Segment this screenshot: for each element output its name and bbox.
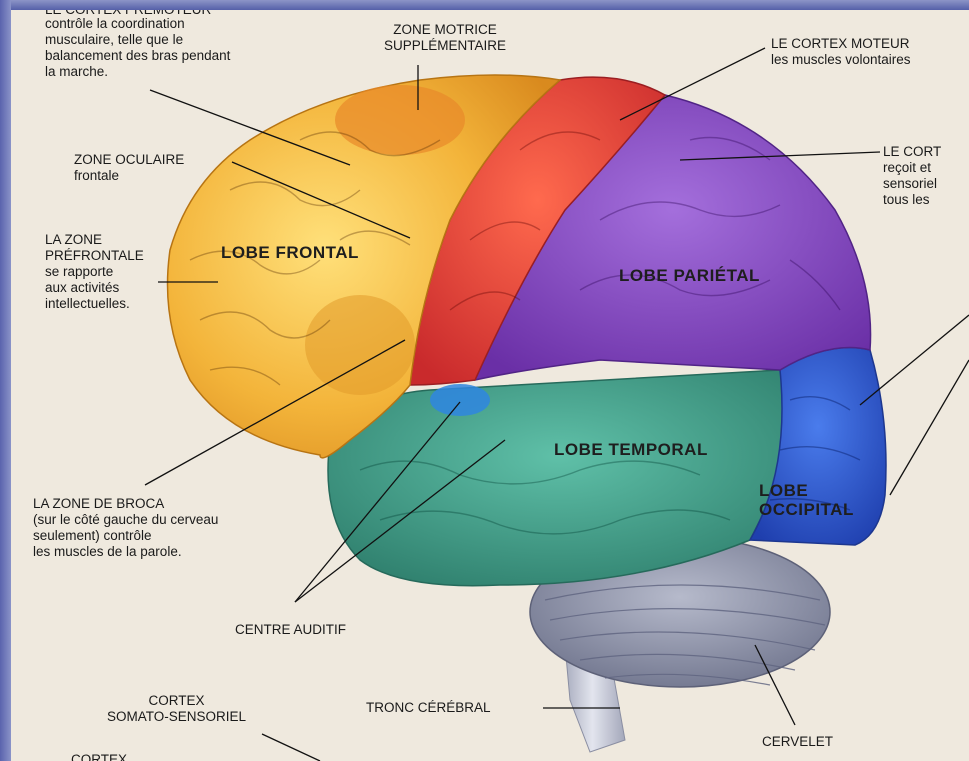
top-border bbox=[0, 0, 969, 10]
cortex-moteur-text: les muscles volontaires bbox=[771, 52, 911, 68]
tronc-cerebral-label: TRONC CÉRÉBRAL bbox=[366, 700, 491, 716]
cervelet-label: CERVELET bbox=[762, 734, 833, 750]
cortex-moteur-title: LE CORTEX MOTEUR bbox=[771, 36, 910, 52]
cortex-somato-bottom-label: CORTEX SOMATO-SENSORIEL bbox=[107, 693, 246, 725]
lobe-parietal-label: LOBE PARIÉTAL bbox=[619, 266, 760, 285]
left-border bbox=[0, 0, 11, 761]
lobe-temporal-label: LOBE TEMPORAL bbox=[554, 440, 708, 459]
centre-auditif-label: CENTRE AUDITIF bbox=[235, 622, 346, 638]
zone-motrice-label: ZONE MOTRICE SUPPLÉMENTAIRE bbox=[384, 22, 506, 54]
zone-oculaire-text: frontale bbox=[74, 168, 119, 184]
cortex-premoteur-label: contrôle la coordination musculaire, tel… bbox=[45, 16, 230, 80]
lobe-occipital-label: LOBE OCCIPITAL bbox=[759, 481, 854, 519]
brain-illustration bbox=[11, 10, 969, 761]
zone-broca-label: LA ZONE DE BROCA (sur le côté gauche du … bbox=[33, 496, 218, 560]
diagram-page: LE CORTEX PRÉMOTEUR contrôle la coordina… bbox=[11, 10, 969, 761]
zone-oculaire-title: ZONE OCULAIRE bbox=[74, 152, 184, 168]
lobe-frontal-label: LOBE FRONTAL bbox=[221, 243, 359, 262]
cortex-cut-label: CORTEX bbox=[71, 752, 127, 761]
cortex-somato-right-label: LE CORT reçoit et sensoriel tous les bbox=[883, 144, 941, 208]
zone-prefrontale-label: LA ZONE PRÉFRONTALE se rapporte aux acti… bbox=[45, 232, 144, 312]
